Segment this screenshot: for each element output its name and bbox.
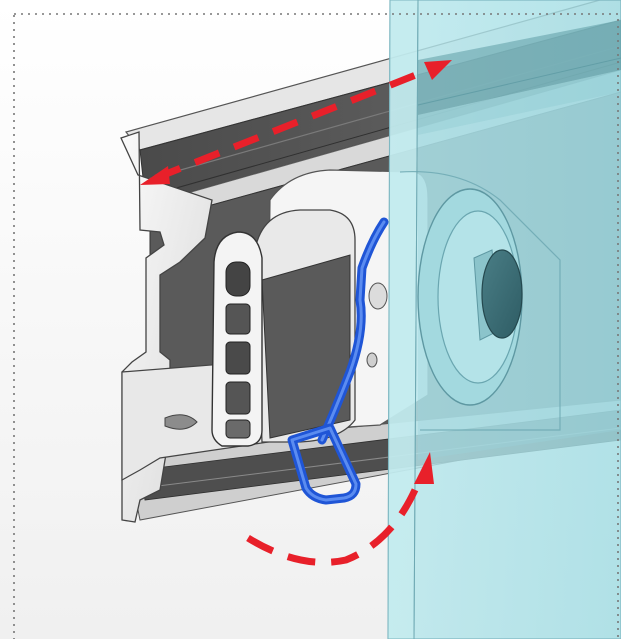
- curved-rotation-arrow-icon: [246, 452, 434, 566]
- dotted-border: [13, 13, 619, 639]
- mounting-knob: [417, 188, 523, 406]
- double-headed-slide-arrow-icon: [140, 60, 452, 185]
- wire-clip: [287, 217, 389, 505]
- clip-body: [211, 209, 356, 447]
